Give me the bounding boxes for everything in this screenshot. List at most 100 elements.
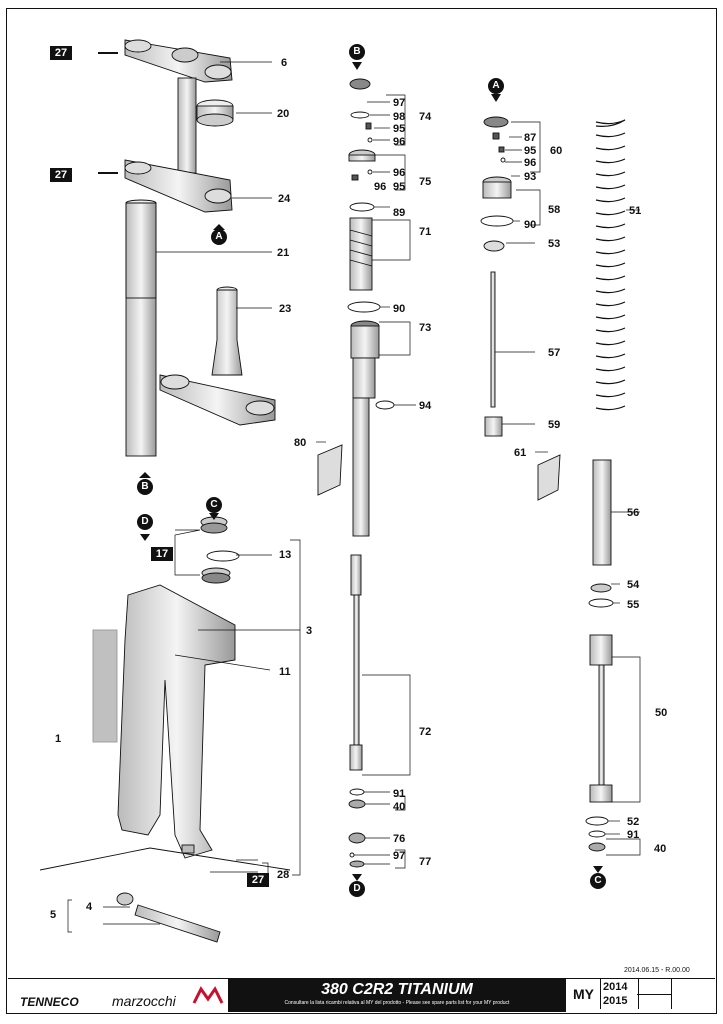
bottom-crown-part: [124, 159, 233, 213]
part-number-label: 28: [277, 869, 289, 881]
part-number-label: 77: [419, 856, 431, 868]
part-number-label: 93: [524, 171, 536, 183]
model-title: 380 C2R2 TITANIUM: [321, 981, 473, 998]
part-number-label: 40: [393, 801, 405, 813]
part-number-label: 40: [654, 843, 666, 855]
drawing-border: [6, 8, 717, 1014]
marzocchi-m-icon: [192, 986, 224, 1004]
fork-tube-part: [125, 199, 157, 457]
part-number-label: 96: [374, 181, 386, 193]
revision-date: 2014.06.15 - R.00.00: [624, 967, 690, 974]
cartridge-top-part: [349, 78, 373, 143]
part-number-label: 61: [514, 447, 526, 459]
part-number-label: 3: [306, 625, 312, 637]
part-number-label: 96: [393, 136, 405, 148]
pushrod-part: [490, 271, 496, 408]
valve-spring-part: [349, 217, 373, 291]
marzocchi-logo: marzocchi: [112, 993, 176, 1009]
coil-spring-part: [595, 119, 626, 411]
part-number-label: 5: [50, 909, 56, 921]
damper-rod-part: [589, 634, 613, 803]
year-1: 2014: [603, 981, 628, 993]
part-number-label: 71: [419, 226, 431, 238]
part-number-label: 54: [627, 579, 640, 591]
part-number-label: 89: [393, 207, 405, 219]
model-year-label: MY: [573, 986, 594, 1002]
part-number-label: 53: [548, 238, 560, 250]
cartridge-cap-part: [348, 149, 376, 181]
connector-b-top: B: [349, 44, 365, 60]
part-number-label: 23: [279, 303, 291, 315]
part-number-label: 52: [627, 816, 639, 828]
title-block: [8, 978, 715, 1013]
connector-c-bottom: C: [590, 873, 606, 889]
part-number-label: 24: [278, 193, 291, 205]
connector-c-seal: C: [206, 497, 222, 513]
seal-parts: [200, 516, 240, 584]
part-number-label: 11: [279, 666, 291, 678]
part-number-label: 96: [393, 167, 405, 179]
top-crown-part: [124, 39, 233, 83]
axle-part: [116, 892, 221, 943]
part-number-label: 76: [393, 833, 405, 845]
connector-d-slider: D: [137, 514, 153, 530]
cartridge-rod-part: [349, 554, 363, 771]
top-cap-part: [482, 176, 512, 199]
year-2: 2015: [603, 995, 628, 1007]
preload-cap-part: [483, 116, 509, 163]
part-number-label: 59: [548, 419, 560, 431]
title-panel: [228, 979, 566, 1012]
part-number-label: 60: [550, 145, 562, 157]
part-number-label: 90: [393, 303, 405, 315]
part-number-label: 56: [627, 507, 639, 519]
part-number-label: 21: [277, 247, 289, 259]
part-number-label: 97: [393, 850, 405, 862]
part-number-label: 58: [548, 204, 560, 216]
bearing-ring-part: [196, 99, 234, 127]
part-number-label: 95: [393, 123, 405, 135]
part-number-label: 75: [419, 176, 431, 188]
decal-part-2: [537, 454, 561, 501]
part-number-label: 95: [393, 181, 405, 193]
part-number-label: 94: [419, 400, 432, 412]
color-swatch: [92, 629, 118, 743]
part-number-label: 57: [548, 347, 560, 359]
ref-box-27-bottom: 27: [247, 873, 269, 887]
part-number-label: 13: [279, 549, 291, 561]
part-number-label: 51: [629, 205, 641, 217]
connector-a-top: A: [488, 78, 504, 94]
year-grid: [600, 979, 639, 1009]
ref-box-27-top: 27: [50, 46, 72, 60]
part-number-label: 1: [55, 733, 61, 745]
part-number-label: 98: [393, 111, 405, 123]
year-grid-cell: [637, 979, 672, 995]
part-number-label: 90: [524, 219, 536, 231]
part-number-label: 95: [524, 145, 536, 157]
part-number-label: 97: [393, 97, 405, 109]
leader-lines: [67, 61, 641, 933]
damper-tube-part: [350, 320, 380, 537]
inner-tube-part: [592, 459, 612, 566]
ref-box-27-mid: 27: [50, 168, 72, 182]
part-number-label: 80: [294, 437, 306, 449]
part-number-label: 4: [86, 901, 93, 913]
tenneco-logo: TENNECO: [20, 995, 79, 1009]
ref-box-17: 17: [151, 547, 173, 561]
steer-tube-part: [177, 77, 197, 174]
part-number-label: 96: [524, 157, 536, 169]
spare-parts-note: Consultare la lista ricambi relativa al …: [284, 1000, 510, 1006]
part-number-label: 55: [627, 599, 639, 611]
connector-d-bottom: D: [349, 881, 365, 897]
part-number-label: 73: [419, 322, 431, 334]
part-number-label: 50: [655, 707, 667, 719]
part-number-label: 6: [281, 57, 287, 69]
year-grid-cell: [637, 994, 672, 1009]
lower-leg-part: [117, 584, 236, 859]
connector-arrows: [139, 62, 603, 881]
part-number-label: 72: [419, 726, 431, 738]
connector-a-crown: A: [211, 229, 227, 245]
part-number-label: 87: [524, 132, 536, 144]
part-number-label: 91: [627, 829, 639, 841]
part-number-label: 91: [393, 788, 405, 800]
